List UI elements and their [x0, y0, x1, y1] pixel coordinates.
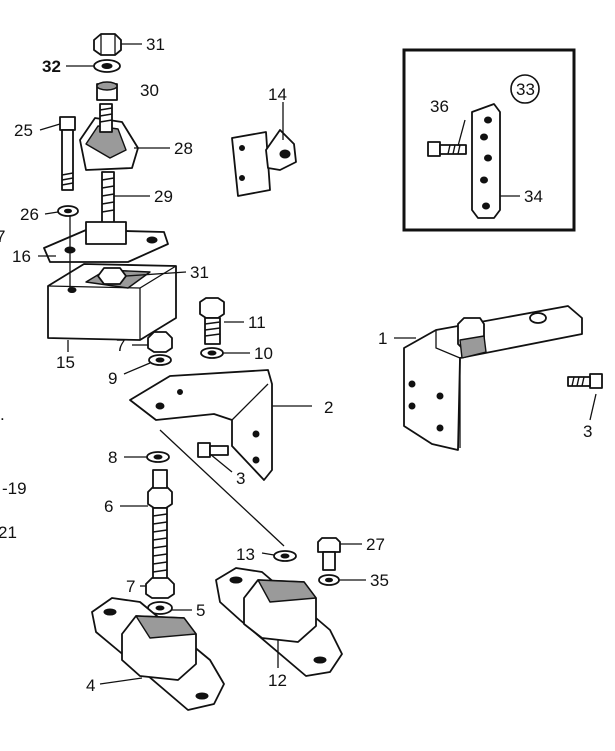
callout-31-mid: 31 — [190, 263, 209, 282]
stud-6 — [147, 469, 173, 581]
washer-12 — [200, 347, 224, 359]
washer-8 — [146, 451, 170, 463]
mount-plate-26 — [43, 221, 169, 263]
mount-4 — [91, 597, 225, 711]
callout-7-bottom: 7 — [126, 577, 135, 596]
callout-11: 13 — [236, 545, 255, 564]
rubber-block-25 — [47, 263, 177, 341]
inset-box-34 — [402, 48, 576, 232]
washer-5 — [147, 601, 173, 615]
washer-15 — [318, 574, 340, 586]
callout-29: 28 — [174, 139, 193, 158]
callout-6: 6 — [104, 497, 113, 516]
mount-10 — [215, 567, 343, 677]
callout-31-top: 30 — [140, 81, 159, 100]
callout-25: 15 — [56, 353, 75, 372]
callout-36: 36 — [430, 97, 449, 116]
edge-fragment-7: 7 — [0, 227, 5, 246]
bolt-36 — [427, 141, 467, 157]
bolt-3-right — [567, 373, 603, 389]
bolt-13 — [199, 297, 225, 345]
bracket-2 — [129, 369, 273, 481]
callout-7-top: 7 — [116, 336, 125, 355]
callout-26: 16 — [12, 247, 31, 266]
callout-35: 34 — [524, 187, 543, 206]
stud-30 — [101, 171, 115, 229]
callout-5: 5 — [196, 601, 205, 620]
edge-fragment-21: 21 — [0, 523, 17, 542]
plate-35 — [471, 103, 501, 219]
callout-33: 32 — [42, 57, 61, 76]
nut-7-top — [147, 331, 173, 353]
callout-8: 8 — [108, 448, 117, 467]
bracket-16 — [231, 129, 297, 197]
callout-1: 1 — [378, 329, 387, 348]
washer-33 — [93, 59, 121, 73]
callout-4: 4 — [86, 676, 95, 695]
mount-top-29 — [79, 103, 139, 171]
edge-fragment-19: -19 — [2, 479, 27, 498]
callout-14: 27 — [366, 535, 385, 554]
callout-3-right: 3 — [583, 422, 592, 441]
bolt-3-center — [197, 442, 229, 458]
callout-10: 12 — [268, 671, 287, 690]
leader-lines — [38, 43, 597, 685]
washer-9 — [148, 354, 172, 366]
nut-32 — [93, 33, 122, 56]
edge-fragment-dot: . — [0, 405, 5, 424]
callout-32: 31 — [146, 35, 165, 54]
callout-9: 9 — [108, 369, 117, 388]
callout-3-center: 3 — [236, 469, 245, 488]
callout-12: 10 — [254, 344, 273, 363]
bolt-27 — [59, 116, 76, 191]
callout-27: 25 — [14, 121, 33, 140]
bracket-1 — [403, 305, 583, 451]
spacer-31-top — [96, 81, 118, 101]
callout-2: 2 — [324, 398, 333, 417]
callout-34: 33 — [516, 80, 535, 99]
washer-28 — [57, 205, 79, 217]
callout-28: 26 — [20, 205, 39, 224]
callout-16: 14 — [268, 85, 287, 104]
callout-13: 11 — [248, 313, 266, 332]
bolt-14 — [317, 537, 341, 571]
nut-7-bottom — [145, 577, 175, 599]
callout-30: 29 — [154, 187, 173, 206]
callout-15: 35 — [370, 571, 389, 590]
washer-11 — [273, 550, 297, 562]
